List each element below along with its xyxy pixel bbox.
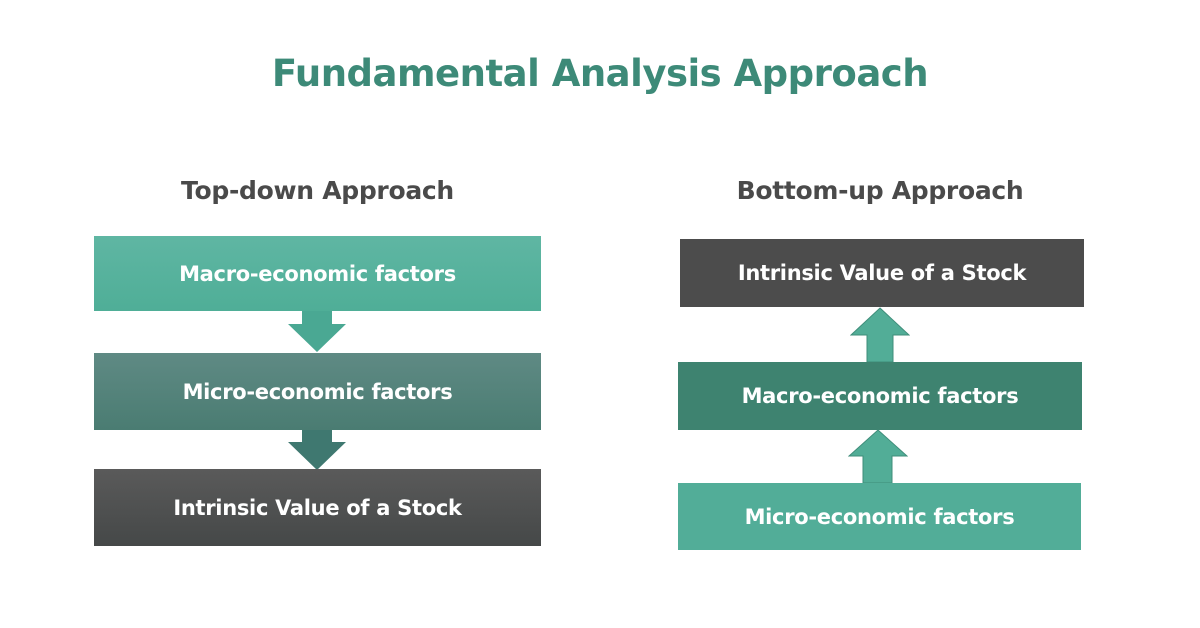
arrow-up-icon — [848, 429, 908, 484]
top-down-step-micro: Micro-economic factors — [94, 353, 541, 430]
step-label: Macro-economic factors — [741, 384, 1019, 408]
step-label: Macro-economic factors — [179, 261, 456, 286]
top-down-step-intrinsic: Intrinsic Value of a Stock — [94, 469, 541, 546]
bottom-up-step-intrinsic: Intrinsic Value of a Stock — [680, 239, 1084, 307]
step-label: Intrinsic Value of a Stock — [173, 495, 462, 520]
top-down-step-macro: Macro-economic factors — [94, 236, 541, 311]
page-title: Fundamental Analysis Approach — [271, 52, 929, 95]
bottom-up-step-macro: Macro-economic factors — [678, 362, 1082, 430]
step-label: Intrinsic Value of a Stock — [737, 261, 1027, 285]
top-down-heading: Top-down Approach — [181, 176, 454, 205]
bottom-up-heading: Bottom-up Approach — [736, 176, 1024, 205]
step-label: Micro-economic factors — [744, 504, 1015, 529]
step-label: Micro-economic factors — [182, 379, 453, 404]
bottom-up-step-micro: Micro-economic factors — [678, 483, 1081, 550]
arrow-down-icon — [286, 311, 348, 353]
arrow-down-icon — [286, 430, 348, 471]
arrow-up-icon — [850, 307, 910, 363]
